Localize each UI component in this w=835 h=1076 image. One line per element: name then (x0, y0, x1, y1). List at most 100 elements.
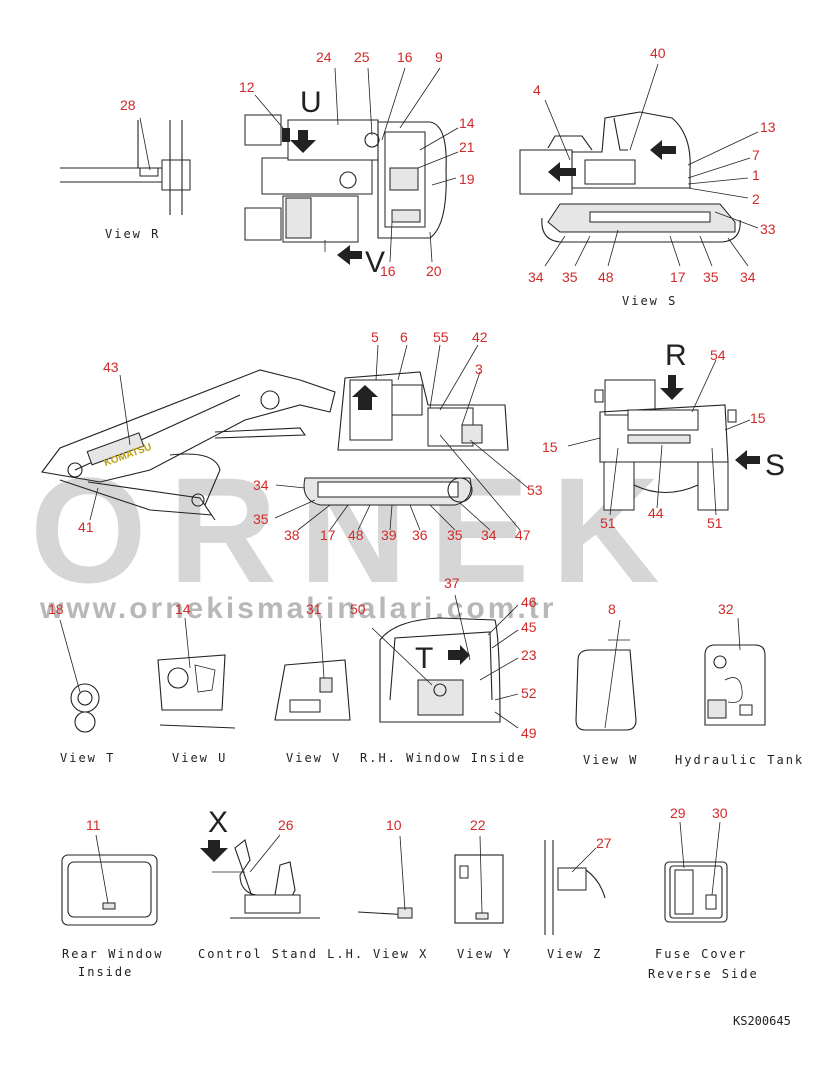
callout: 10 (386, 817, 402, 833)
callout: 12 (239, 79, 255, 95)
view-letter-r: R (665, 339, 687, 372)
callout: 36 (412, 527, 428, 543)
callout: 53 (527, 482, 543, 498)
callout: 26 (278, 817, 294, 833)
view-letter-v: V (365, 246, 385, 279)
callout: 24 (316, 49, 332, 65)
callout: 43 (103, 359, 119, 375)
callout: 25 (354, 49, 370, 65)
callout: 9 (435, 49, 443, 65)
callout: 20 (426, 263, 442, 279)
caption-fuse-cover-1: Fuse Cover (655, 947, 747, 961)
callout: 30 (712, 805, 728, 821)
callout: 47 (515, 527, 531, 543)
view-letter-x: X (208, 806, 228, 839)
view-letter-u: U (300, 86, 322, 119)
callout: 41 (78, 519, 94, 535)
callout: 6 (400, 329, 408, 345)
view-s-drawing (519, 63, 759, 267)
callout: 34 (481, 527, 497, 543)
callout: 44 (648, 505, 664, 521)
control-stand-drawing (200, 834, 320, 919)
fuse-cover-drawing (664, 821, 728, 923)
caption-view-r: View R (105, 227, 160, 241)
callout: 27 (596, 835, 612, 851)
watermark-url: www.ornekismakinalari.com.tr (39, 592, 556, 625)
view-x-drawing (357, 835, 413, 919)
callout: 50 (350, 601, 366, 617)
callout: 14 (459, 115, 475, 131)
view-r-drawing (60, 117, 191, 215)
callout: 33 (760, 221, 776, 237)
callout: 16 (397, 49, 413, 65)
callout: 17 (670, 269, 686, 285)
caption-view-t: View T (60, 751, 115, 765)
callout: 28 (120, 97, 136, 113)
callout: 17 (320, 527, 336, 543)
drawing-code: KS200645 (733, 1014, 791, 1028)
callout: 15 (542, 439, 558, 455)
rh-window-drawing (371, 594, 519, 729)
caption-rh-window: R.H. Window Inside (360, 751, 526, 765)
callout: 7 (752, 147, 760, 163)
callout: 35 (253, 511, 269, 527)
callout: 15 (750, 410, 766, 426)
caption-view-s: View S (622, 294, 677, 308)
rear-window-drawing (61, 834, 158, 926)
callout: 39 (381, 527, 397, 543)
callout: 34 (740, 269, 756, 285)
callout: 34 (528, 269, 544, 285)
caption-fuse-cover-2: Reverse Side (648, 967, 759, 981)
callout: 11 (86, 817, 101, 833)
callout: 4 (533, 82, 541, 98)
side-view-drawing: KOMATSU (41, 344, 529, 531)
callout: 48 (598, 269, 614, 285)
caption-view-x: View X (373, 947, 428, 961)
view-t-drawing (59, 619, 100, 733)
callout: 3 (475, 361, 483, 377)
caption-view-v: View V (286, 751, 341, 765)
callout: 46 (521, 594, 537, 610)
rear-view-drawing (567, 359, 760, 516)
caption-rear-window-1: Rear Window (62, 947, 163, 961)
callout: 16 (380, 263, 396, 279)
callout: 34 (253, 477, 269, 493)
caption-view-z: View Z (547, 947, 602, 961)
caption-rear-window-2: Inside (78, 965, 133, 979)
caption-hydraulic-tank: Hydraulic Tank (675, 753, 804, 767)
callout: 54 (710, 347, 726, 363)
callout: 49 (521, 725, 537, 741)
callout: 35 (562, 269, 578, 285)
caption-view-y: View Y (457, 947, 512, 961)
callout: 52 (521, 685, 537, 701)
view-letter-s: S (765, 449, 785, 482)
callout: 38 (284, 527, 300, 543)
callout: 14 (175, 601, 191, 617)
view-w-drawing (575, 619, 637, 731)
callout: 5 (371, 329, 379, 345)
view-z-drawing (544, 840, 606, 935)
callout: 51 (600, 515, 616, 531)
callout: 31 (306, 601, 322, 617)
callout: 22 (470, 817, 486, 833)
callout: 35 (703, 269, 719, 285)
view-letter-t: T (415, 642, 433, 675)
callout: 13 (760, 119, 776, 135)
hydraulic-tank-drawing (704, 617, 766, 726)
callout: 40 (650, 45, 666, 61)
caption-view-u: View U (172, 751, 227, 765)
callout: 51 (707, 515, 723, 531)
callout: 1 (752, 167, 760, 183)
callout: 18 (48, 601, 64, 617)
view-v-drawing (274, 617, 351, 721)
callout: 29 (670, 805, 686, 821)
callout: 37 (444, 575, 460, 591)
top-view-drawing (244, 67, 459, 265)
callout: 21 (459, 139, 475, 155)
callout: 23 (521, 647, 537, 663)
caption-view-w: View W (583, 753, 638, 767)
caption-control-stand: Control Stand L.H. (198, 947, 364, 961)
callout: 35 (447, 527, 463, 543)
view-y-drawing (454, 835, 504, 924)
